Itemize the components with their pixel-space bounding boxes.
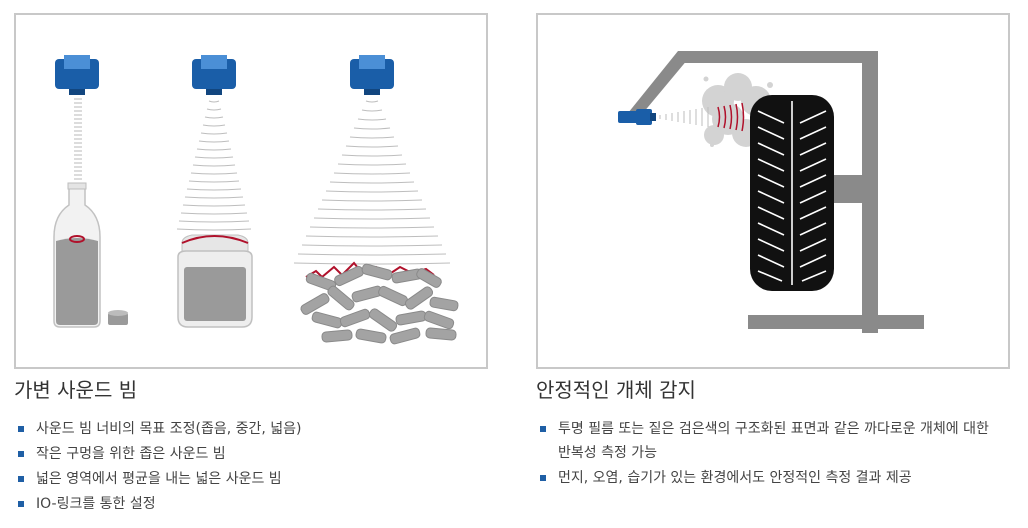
screw-pile-icon (300, 261, 459, 345)
section-heading-variable-beam: 가변 사운드 빔 (14, 378, 138, 402)
bullet-icon (18, 451, 24, 457)
ultrasonic-sensor-icon (192, 55, 236, 95)
echo-marks (717, 102, 745, 132)
variable-beam-illustration (53, 55, 459, 345)
list-item: 작은 구멍을 위한 좁은 사운드 빔 (14, 442, 484, 466)
ultrasonic-sensor-icon (350, 55, 394, 95)
gallows-frame-icon (628, 51, 924, 333)
object-detection-illustration-panel (536, 13, 1010, 369)
tire-icon (750, 95, 834, 291)
narrow-sound-beam (74, 98, 82, 184)
list-item: 사운드 빔 너비의 목표 조정(좁음, 중간, 넓음) (14, 417, 484, 441)
list-item: IO-링크를 통한 설정 (14, 492, 484, 516)
bullet-icon (540, 426, 546, 432)
bullet-icon (18, 476, 24, 482)
sound-beam (659, 107, 709, 127)
jar-icon (177, 234, 253, 328)
bottle-icon (53, 182, 128, 328)
bullet-icon (18, 426, 24, 432)
list-item: 넓은 영역에서 평균을 내는 넓은 사운드 빔 (14, 467, 484, 491)
tire-detection-illustration (618, 51, 924, 333)
list-item: 먼지, 오염, 습기가 있는 환경에서도 안정적인 측정 결과 제공 (536, 466, 1006, 490)
sound-beam-illustration-panel (14, 13, 488, 369)
ultrasonic-sensor-icon (618, 109, 656, 125)
section-heading-object-detection: 안정적인 개체 감지 (536, 378, 696, 402)
wide-sound-beam (293, 100, 451, 265)
list-item: 투명 필름 또는 짙은 검은색의 구조화된 표면과 같은 까다로운 개체에 대한… (536, 417, 1006, 465)
bullet-icon (540, 475, 546, 481)
ultrasonic-sensor-icon (55, 55, 99, 95)
medium-sound-beam (176, 100, 252, 231)
bullet-icon (18, 501, 24, 507)
feature-list-variable-beam: 사운드 빔 너비의 목표 조정(좁음, 중간, 넓음) 작은 구멍을 위한 좁은… (14, 417, 484, 517)
feature-list-object-detection: 투명 필름 또는 짙은 검은색의 구조화된 표면과 같은 까다로운 개체에 대한… (536, 417, 1006, 491)
